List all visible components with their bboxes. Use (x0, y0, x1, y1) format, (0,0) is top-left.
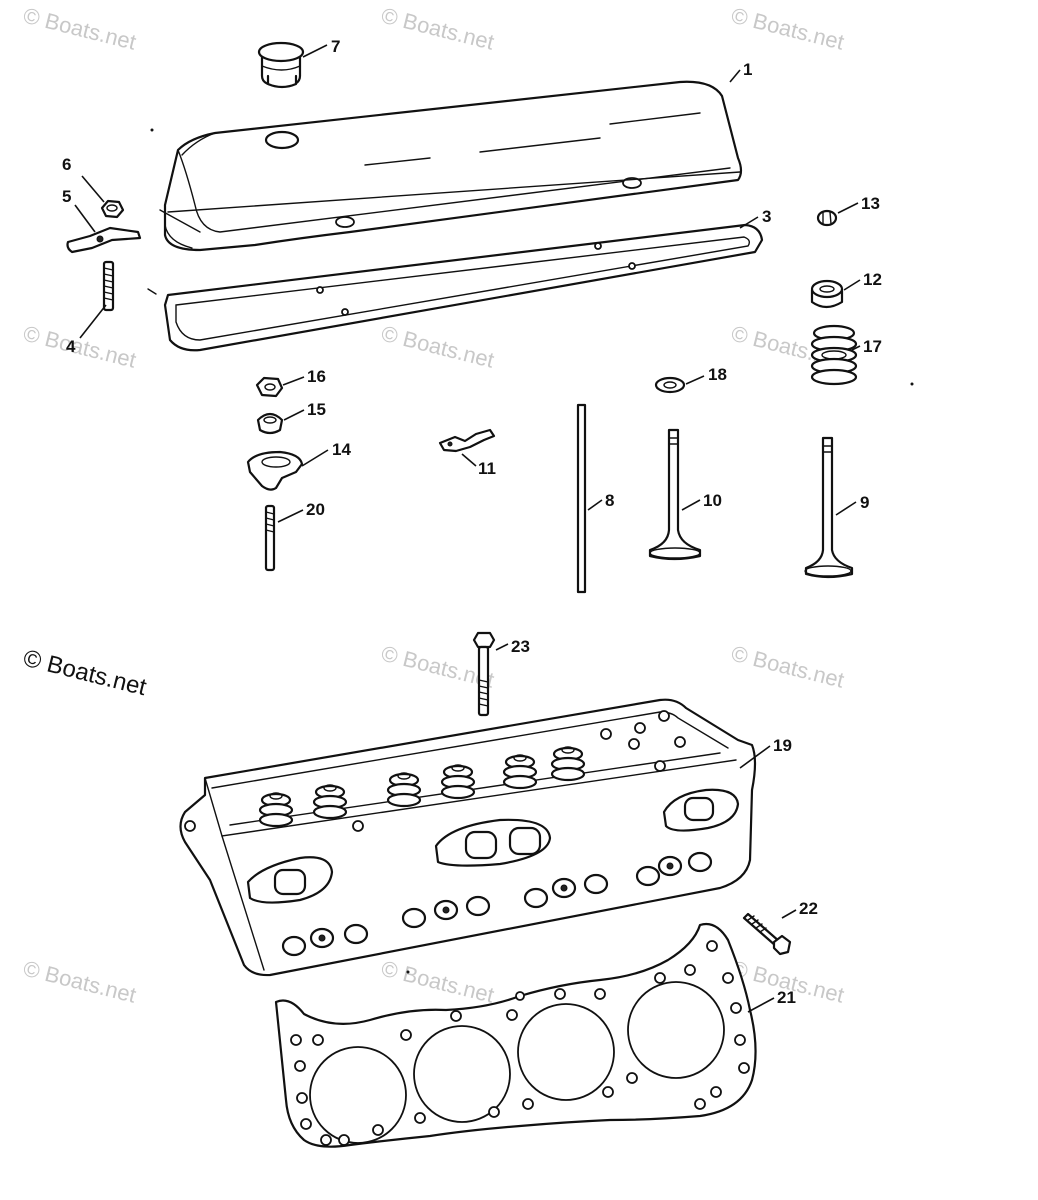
callout-15: 15 (307, 400, 326, 419)
leader-23 (495, 643, 509, 651)
part-9-exhaust-valve (804, 436, 854, 579)
leader-13 (837, 202, 859, 214)
part-8-push-rod (576, 403, 587, 594)
part-3-cover-gasket (163, 223, 764, 352)
leader-17 (851, 345, 861, 351)
watermark: © Boats.net (729, 3, 847, 55)
leader-6 (81, 175, 105, 203)
callout-12: 12 (863, 270, 882, 289)
debris-dot (406, 970, 410, 974)
leader-1 (729, 69, 741, 83)
callout-6: 6 (62, 155, 71, 174)
callout-11: 11 (478, 459, 496, 478)
callout-8: 8 (605, 491, 614, 510)
leader-15 (283, 409, 305, 421)
callout-9: 9 (860, 493, 869, 512)
watermark: © Boats.net (21, 3, 139, 55)
part-16-rocker-nut (255, 376, 284, 398)
leader-8 (587, 499, 603, 511)
head-valve-springs (258, 746, 586, 828)
callout-1: 1 (743, 60, 752, 79)
callout-22: 22 (799, 899, 818, 918)
callout-18: 18 (708, 365, 727, 384)
leader-18 (685, 375, 705, 385)
watermark-main: © Boats.net (21, 645, 150, 702)
leader-20 (277, 509, 304, 523)
leader-14 (301, 449, 329, 467)
part-17-valve-spring (810, 324, 858, 386)
callout-10: 10 (703, 491, 722, 510)
part-4-stud (102, 260, 115, 312)
part-22-bolt (742, 912, 792, 956)
part-14-rocker-arm (246, 450, 304, 491)
leader-12 (843, 279, 861, 291)
callout-4: 4 (66, 337, 76, 356)
part-19-cylinder-head (179, 698, 757, 977)
callout-21: 21 (777, 988, 796, 1007)
callout-13: 13 (861, 194, 880, 213)
leader-4 (79, 304, 107, 339)
callout-7: 7 (331, 37, 340, 56)
part-18-washer (654, 376, 686, 394)
leader-16 (282, 376, 305, 386)
callout-5: 5 (62, 187, 71, 206)
callout-14: 14 (332, 440, 351, 459)
leader-10 (681, 499, 701, 511)
part-23-head-bolt (472, 631, 496, 717)
watermark: © Boats.net (21, 956, 139, 1008)
part-12-valve-rotator (810, 279, 844, 309)
watermark: © Boats.net (729, 641, 847, 693)
part-7-filler-cap (257, 41, 305, 89)
debris-dot (150, 128, 154, 132)
callout-19: 19 (773, 736, 792, 755)
debris-dot (910, 382, 914, 386)
callout-17: 17 (863, 337, 882, 356)
watermark: © Boats.net (379, 3, 497, 55)
part-20-rocker-stud (264, 504, 276, 572)
leader-22 (781, 909, 797, 919)
part-1-rocker-cover (159, 80, 743, 252)
leader-3 (739, 216, 759, 229)
leader-7 (302, 44, 328, 58)
part-6-nut (100, 199, 125, 219)
leader-11 (461, 453, 477, 467)
callout-20: 20 (306, 500, 325, 519)
part-5-bracket (66, 226, 142, 254)
leader-19 (739, 745, 771, 769)
part-21-head-gasket (274, 922, 757, 1148)
part-15-rocker-ball (256, 412, 284, 435)
leader-5 (74, 204, 96, 233)
part-13-valve-key (816, 209, 838, 227)
debris-mark (147, 288, 157, 295)
callout-3: 3 (762, 207, 771, 226)
callout-16: 16 (307, 367, 326, 386)
watermark: © Boats.net (379, 321, 497, 373)
leader-21 (747, 997, 775, 1013)
part-10-intake-valve (648, 428, 702, 561)
watermark: © Boats.net (21, 321, 139, 373)
callout-23: 23 (511, 637, 530, 656)
watermark: © Boats.net (379, 956, 497, 1008)
leader-9 (835, 501, 857, 516)
part-11-guide-plate (438, 428, 496, 453)
